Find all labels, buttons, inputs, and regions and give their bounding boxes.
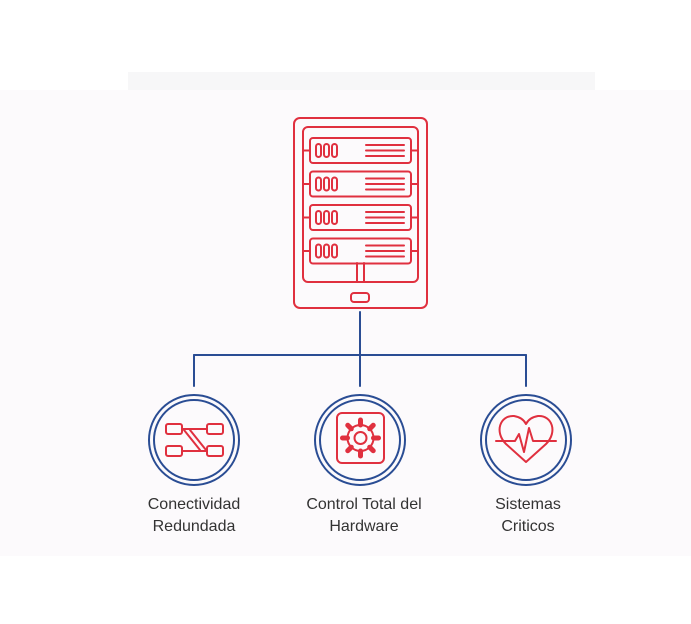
node-circle — [148, 394, 240, 486]
label-line: Criticos — [501, 518, 555, 535]
power-button-icon — [350, 292, 370, 303]
server-rack-icon — [293, 117, 428, 309]
connector-lines — [193, 311, 527, 387]
node-circle — [480, 394, 572, 486]
label-line: Control Total del — [306, 496, 422, 513]
server-unit — [302, 137, 419, 164]
label-line: Conectividad — [147, 496, 241, 513]
top-band — [128, 72, 595, 90]
server-unit — [302, 204, 419, 231]
label-line: Redundada — [152, 518, 236, 535]
node-circle — [314, 394, 406, 486]
label-line: Hardware — [329, 518, 399, 535]
server-unit — [302, 237, 419, 265]
server-unit — [302, 170, 419, 198]
label-line: Sistemas — [495, 496, 561, 513]
heart-pulse-icon — [495, 414, 557, 463]
gear-icon — [336, 412, 385, 464]
network-redundancy-icon — [165, 423, 224, 457]
